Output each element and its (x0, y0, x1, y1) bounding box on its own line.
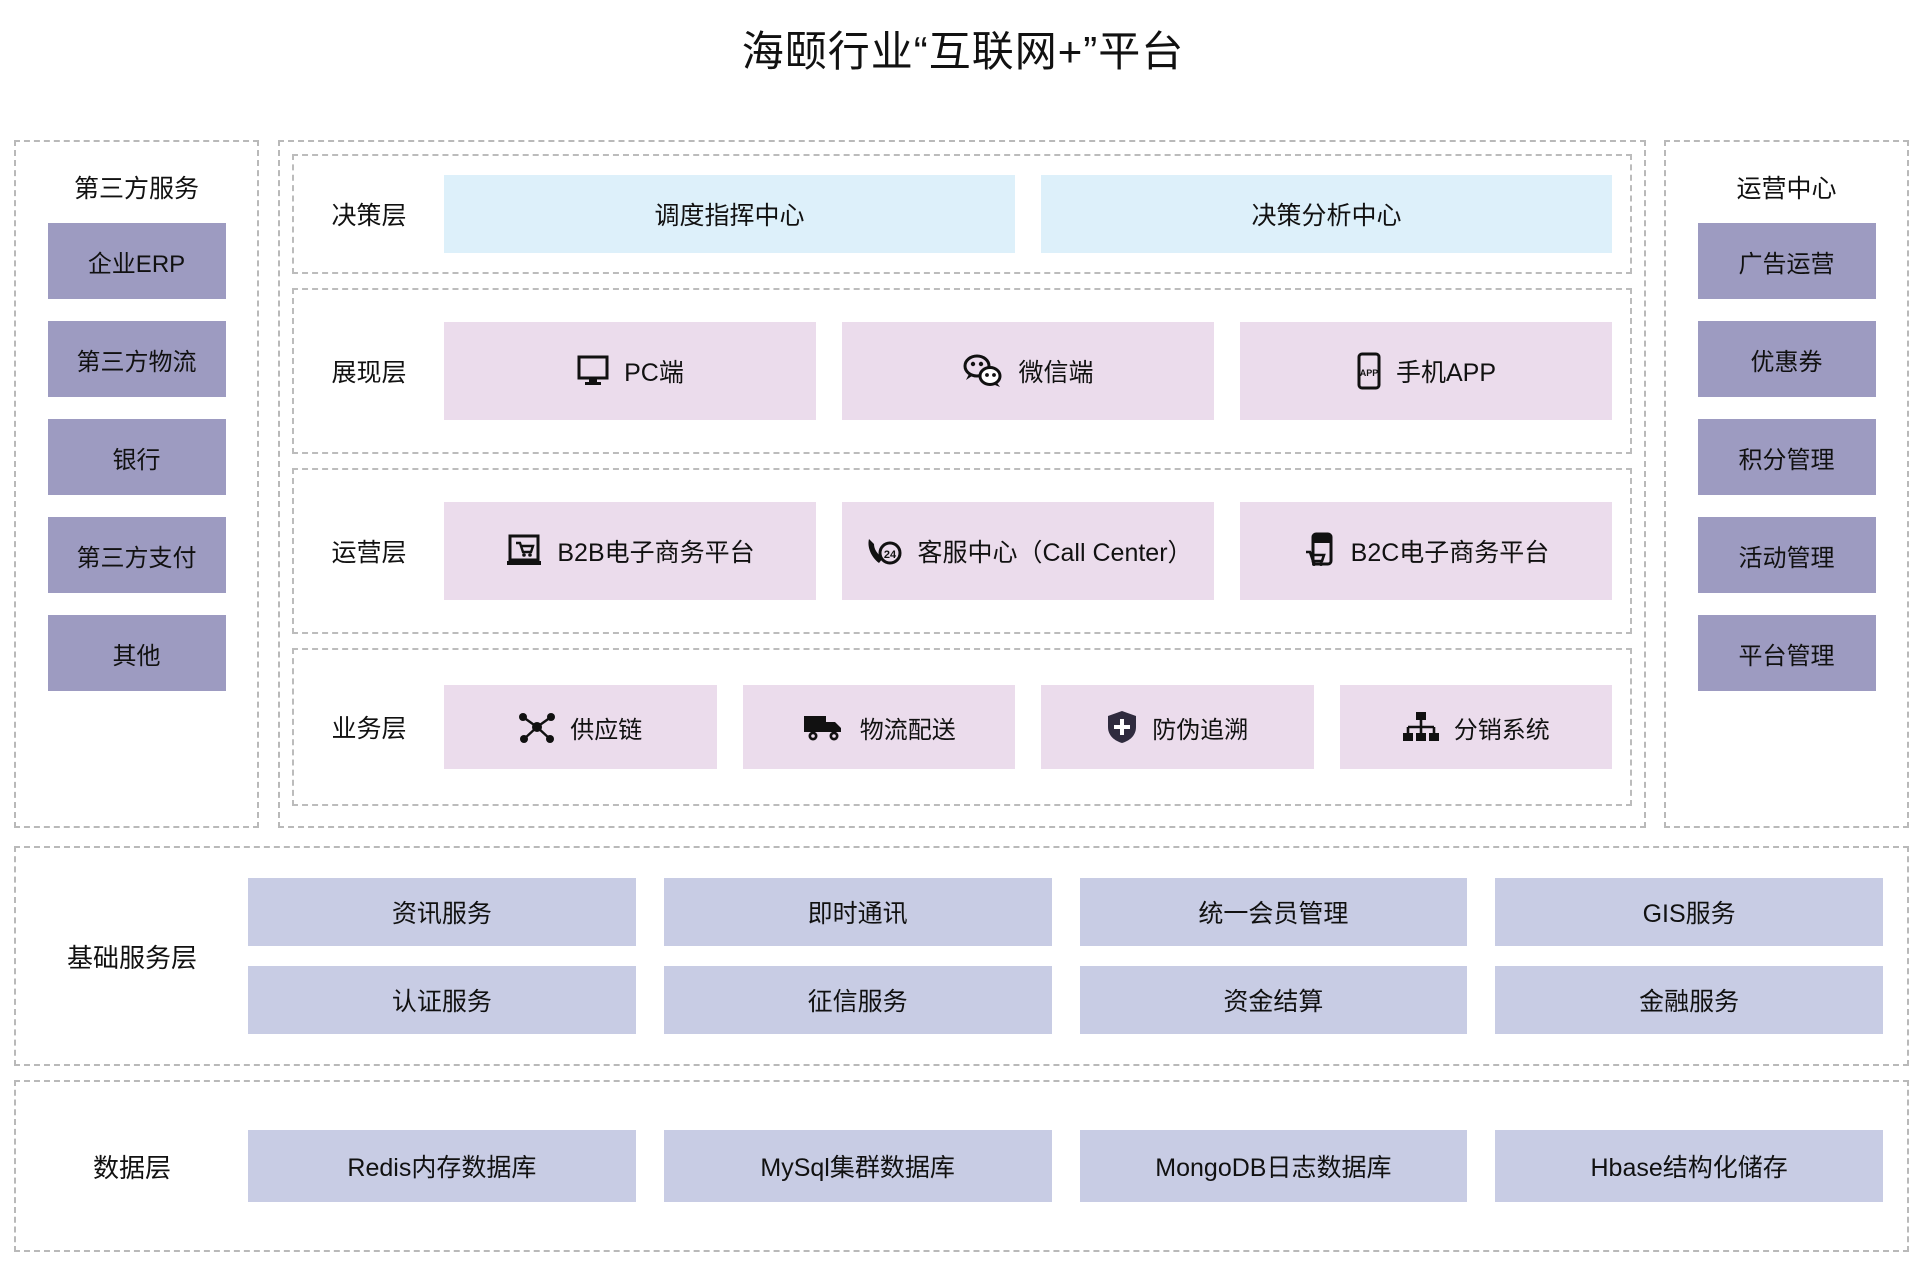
band-presentation-layer: 展现层 PC端 (292, 288, 1632, 454)
mobile-app-icon: APP (1356, 352, 1382, 390)
business-box-supply-chain-label: 供应链 (570, 716, 643, 744)
phone-cart-icon (1303, 532, 1337, 570)
right-item-platform-management[interactable]: 平台管理 (1697, 615, 1876, 691)
presentation-box-pc-label: PC端 (624, 359, 684, 387)
data-layer-mysql[interactable]: MySql集群数据库 (663, 1130, 1052, 1202)
presentation-box-wechat-label: 微信端 (1018, 359, 1094, 387)
base-service-row-2: 认证服务 征信服务 资金结算 金融服务 (248, 966, 1883, 1034)
data-layer-redis[interactable]: Redis内存数据库 (248, 1130, 636, 1202)
operation-box-call-center[interactable]: 24 客服中心（Call Center） (842, 502, 1214, 600)
data-layer-row-1: Redis内存数据库 MySql集群数据库 MongoDB日志数据库 Hbase… (248, 1130, 1883, 1202)
decision-box-dispatch-center[interactable]: 调度指挥中心 (444, 175, 1015, 253)
hierarchy-icon (1402, 710, 1440, 744)
base-service-row-1: 资讯服务 即时通讯 统一会员管理 GIS服务 (248, 878, 1883, 946)
business-box-distribution-system-label: 分销系统 (1453, 716, 1550, 744)
right-item-ad-operations[interactable]: 广告运营 (1697, 223, 1876, 299)
right-item-points-management[interactable]: 积分管理 (1697, 419, 1876, 495)
third-party-services-panel: 第三方服务 企业ERP 第三方物流 银行 第三方支付 其他 (14, 140, 259, 828)
band-label-decision: 决策层 (331, 202, 407, 230)
left-item-bank[interactable]: 银行 (47, 419, 226, 495)
business-box-anti-counterfeit-label: 防伪追溯 (1152, 716, 1249, 744)
data-layer-panel: 数据层 Redis内存数据库 MySql集群数据库 MongoDB日志数据库 H… (14, 1080, 1909, 1252)
base-service-gis-service[interactable]: GIS服务 (1495, 878, 1883, 946)
band-business-layer: 业务层 (292, 648, 1632, 806)
base-service-layer-label: 基础服务层 (66, 942, 197, 973)
left-item-other[interactable]: 其他 (47, 615, 226, 691)
phone-24-icon: 24 (863, 533, 903, 569)
truck-icon (802, 712, 846, 742)
right-item-coupon[interactable]: 优惠券 (1697, 321, 1876, 397)
decision-box-analysis-center[interactable]: 决策分析中心 (1041, 175, 1612, 253)
wechat-icon (962, 354, 1004, 388)
decision-box-dispatch-center-label: 调度指挥中心 (654, 202, 805, 230)
operation-box-b2c-label: B2C电子商务平台 (1350, 539, 1550, 567)
left-item-third-party-payment[interactable]: 第三方支付 (47, 517, 226, 593)
monitor-icon (576, 355, 610, 387)
operation-box-b2c[interactable]: B2C电子商务平台 (1240, 502, 1612, 600)
base-service-authentication-service[interactable]: 认证服务 (248, 966, 636, 1034)
operations-center-panel: 运营中心 广告运营 优惠券 积分管理 活动管理 平台管理 (1664, 140, 1909, 828)
presentation-box-wechat[interactable]: 微信端 (842, 322, 1214, 420)
band-label-business: 业务层 (331, 715, 407, 743)
laptop-cart-icon (505, 533, 543, 569)
right-column-title: 运营中心 (1736, 175, 1837, 203)
presentation-box-mobile-app-label: 手机APP (1395, 359, 1497, 387)
data-layer-mongodb[interactable]: MongoDB日志数据库 (1079, 1130, 1468, 1202)
presentation-box-pc[interactable]: PC端 (444, 322, 816, 420)
base-service-info-service[interactable]: 资讯服务 (248, 878, 636, 946)
band-operation-layer: 运营层 B2B电子商务平台 (292, 468, 1632, 634)
right-item-campaign-management[interactable]: 活动管理 (1697, 517, 1876, 593)
data-layer-label: 数据层 (92, 1152, 171, 1183)
presentation-box-mobile-app[interactable]: APP 手机APP (1240, 322, 1612, 420)
base-service-credit-service[interactable]: 征信服务 (663, 966, 1052, 1034)
data-layer-hbase[interactable]: Hbase结构化储存 (1495, 1130, 1883, 1202)
band-decision-layer: 决策层 调度指挥中心 决策分析中心 (292, 154, 1632, 274)
left-column-items: 企业ERP 第三方物流 银行 第三方支付 其他 (16, 223, 257, 691)
page-title: 海颐行业“互联网+”平台 (741, 28, 1185, 75)
operation-box-b2b-label: B2B电子商务平台 (557, 539, 755, 567)
right-column-items: 广告运营 优惠券 积分管理 活动管理 平台管理 (1666, 223, 1907, 691)
base-service-financial-service[interactable]: 金融服务 (1495, 966, 1883, 1034)
base-service-instant-messaging[interactable]: 即时通讯 (663, 878, 1052, 946)
left-column-title: 第三方服务 (73, 175, 199, 203)
operation-box-call-center-label: 客服中心（Call Center） (917, 539, 1193, 567)
band-label-presentation: 展现层 (331, 359, 407, 387)
decision-box-analysis-center-label: 决策分析中心 (1251, 202, 1402, 230)
center-layers-panel: 决策层 调度指挥中心 决策分析中心 展现层 (278, 140, 1646, 828)
band-label-operation: 运营层 (331, 539, 407, 567)
business-box-anti-counterfeit[interactable]: 防伪追溯 (1041, 685, 1314, 769)
svg-text:24: 24 (884, 549, 897, 561)
business-box-supply-chain[interactable]: 供应链 (444, 685, 717, 769)
business-box-logistics-delivery-label: 物流配送 (859, 716, 956, 744)
base-service-unified-member-management[interactable]: 统一会员管理 (1079, 878, 1468, 946)
left-item-enterprise-erp[interactable]: 企业ERP (47, 223, 226, 299)
base-service-fund-settlement[interactable]: 资金结算 (1079, 966, 1468, 1034)
network-nodes-icon (518, 709, 556, 745)
operation-box-b2b[interactable]: B2B电子商务平台 (444, 502, 816, 600)
business-box-distribution-system[interactable]: 分销系统 (1339, 685, 1612, 769)
shield-icon (1106, 709, 1138, 745)
svg-text:APP: APP (1360, 368, 1379, 378)
business-box-logistics-delivery[interactable]: 物流配送 (742, 685, 1015, 769)
base-service-layer-panel: 基础服务层 资讯服务 即时通讯 统一会员管理 GIS服务 认证服务 征信服务 资… (14, 846, 1909, 1066)
left-item-third-party-logistics[interactable]: 第三方物流 (47, 321, 226, 397)
